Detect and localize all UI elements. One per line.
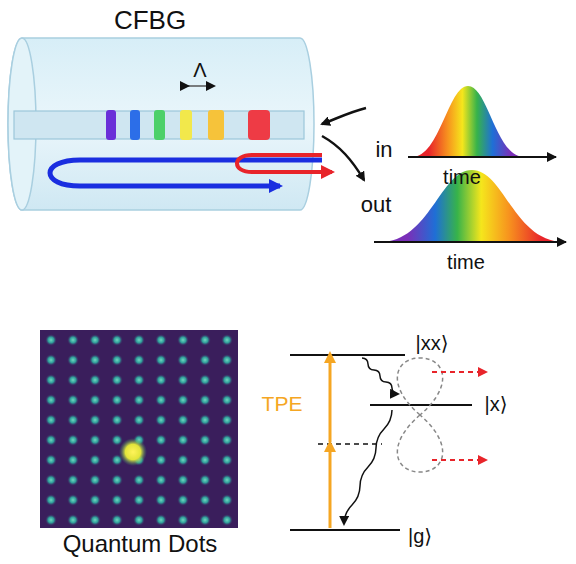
red-path [237,155,332,172]
photon-arrow [432,371,486,373]
level-g [290,529,400,531]
axis-label: time [447,251,485,273]
fiber-core [14,111,304,139]
out-arrow [322,136,364,180]
title-label: CFBG [114,6,186,35]
input-pulse [412,86,524,157]
qd-image [40,330,238,528]
bright-dot [119,438,147,466]
state-label: |x⟩ [485,393,508,415]
in-arrow [322,108,366,124]
image-caption: Quantum Dots [63,531,218,557]
state-label: |xx⟩ [416,332,449,354]
emission-wave [362,358,398,394]
period-arrow [188,85,214,87]
emission-lobe [397,415,442,472]
pump-arrow [329,361,332,442]
port-label: in [375,138,392,162]
emission-wave [344,410,392,524]
port-label: out [361,193,392,217]
level-x [370,404,472,406]
process-label: TPE [262,392,303,415]
qd-array [40,330,238,528]
period-label: Λ [193,59,206,81]
state-label: |g⟩ [408,525,432,547]
axis-label: time [443,166,481,188]
emission-lobe [397,358,442,415]
grating [106,110,270,140]
photon-arrow [432,459,486,461]
pump-arrow [329,450,332,528]
virtual-level [318,443,382,445]
level-xx [290,354,405,356]
time-axis [408,156,556,158]
time-axis [374,241,566,243]
